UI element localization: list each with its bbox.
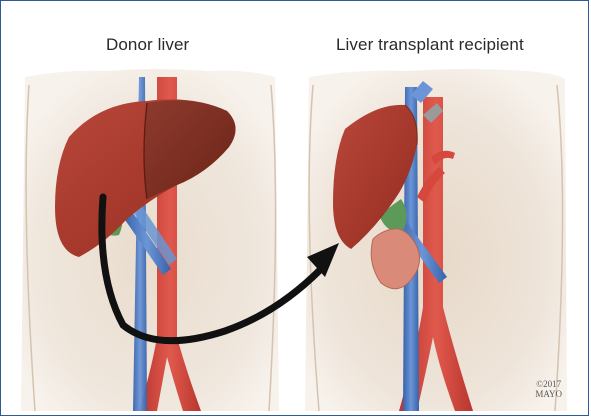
copyright-credit: ©2017 MAYO bbox=[535, 379, 562, 399]
illustration-canvas: Donor liver Liver transplant recipient ©… bbox=[7, 7, 584, 411]
recipient-panel-title: Liver transplant recipient bbox=[336, 35, 524, 55]
donor-torso bbox=[21, 69, 279, 411]
donor-panel-title: Donor liver bbox=[106, 35, 189, 55]
copyright-org: MAYO bbox=[535, 389, 562, 399]
copyright-year: ©2017 bbox=[535, 379, 562, 389]
recipient-torso bbox=[305, 69, 567, 411]
medical-illustration bbox=[7, 7, 584, 411]
